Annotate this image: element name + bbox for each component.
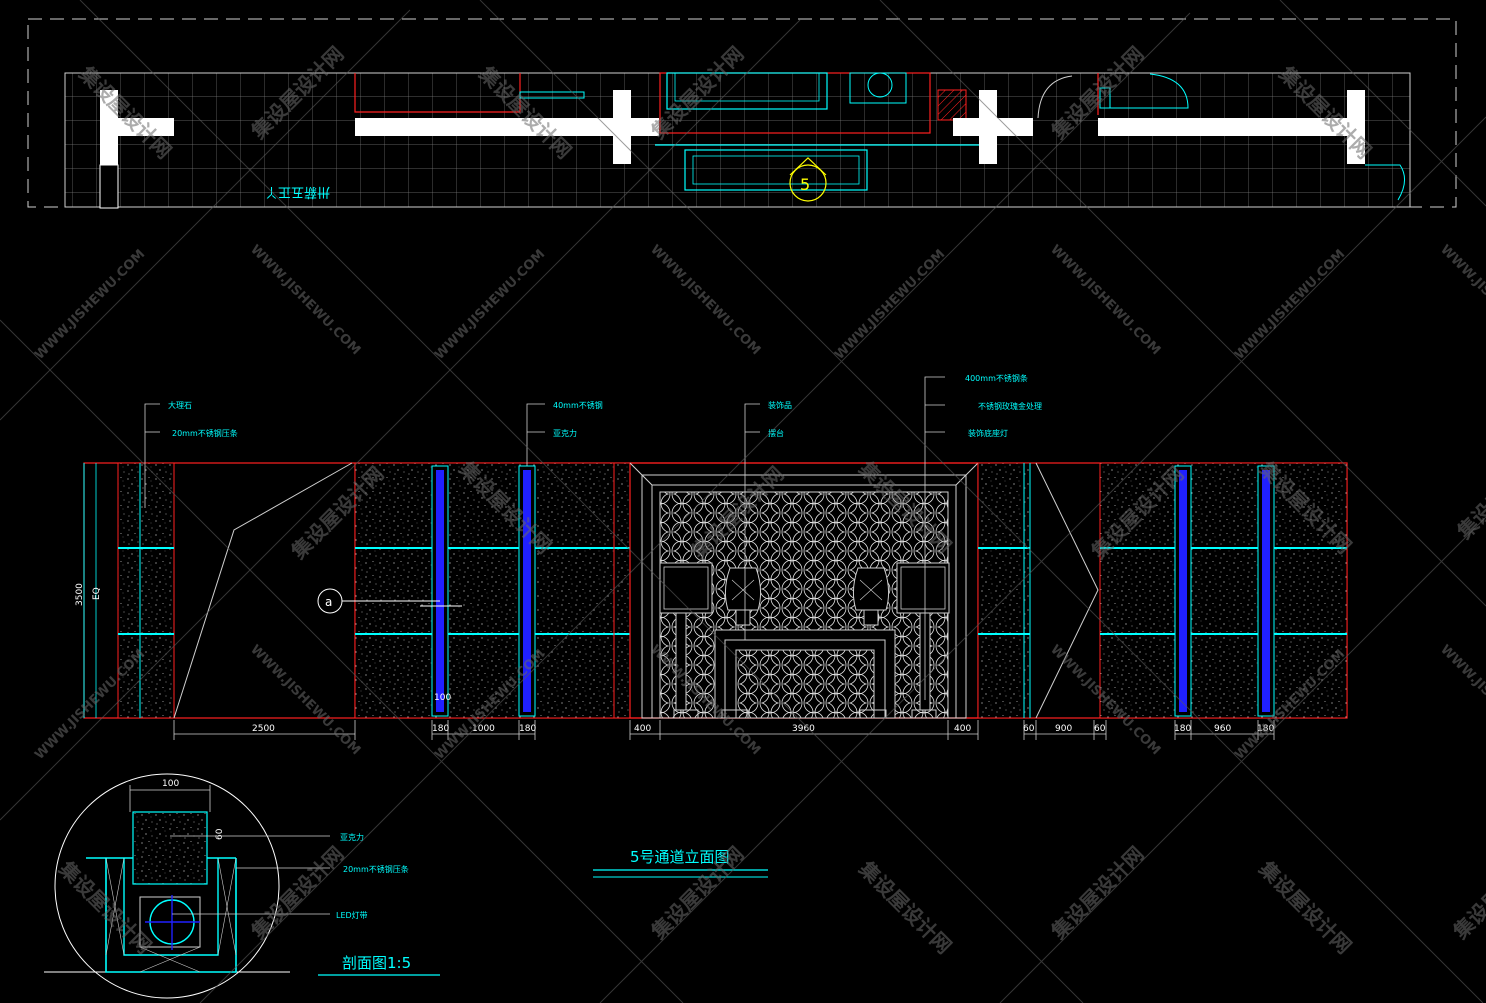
label-lamp-base: 装饰底座灯 xyxy=(968,428,1008,438)
label-40mm-steel: 40mm不锈钢 xyxy=(553,400,603,410)
section-label-acrylic: 亚克力 xyxy=(340,832,364,842)
dim-180-a: 180 xyxy=(432,724,449,734)
watermark-en: WWW.JISHEWU.COM xyxy=(32,247,148,363)
section-marker: a xyxy=(325,595,332,609)
label-rose-gold: 不锈钢玫瑰金处理 xyxy=(978,401,1042,411)
watermark-en: WWW.JISHEWU.COM xyxy=(1437,642,1486,758)
watermark-cn: 集设屋设计网 xyxy=(1046,842,1149,945)
label-decoration: 装饰品 xyxy=(768,400,792,410)
watermark-cn: 集设屋设计网 xyxy=(1452,442,1486,545)
elevation-view: 3500 EQ a 100 xyxy=(75,373,1348,878)
label-400mm-steel: 400mm不锈钢条 xyxy=(965,373,1028,383)
dim-3960: 3960 xyxy=(792,724,815,734)
section-detail: 100 60 亚克力 20mm不锈钢压条 LED灯带 剖面图1:5 xyxy=(44,773,440,999)
watermark-cn: 集设屋设计网 xyxy=(1448,842,1486,945)
dim-400-a: 400 xyxy=(634,724,651,734)
watermark-en: WWW.JISHEWU.COM xyxy=(432,247,548,363)
watermark-en: WWW.JISHEWU.COM xyxy=(1232,247,1348,363)
watermark-en: WWW.JISHEWU.COM xyxy=(832,247,948,363)
watermark-en: WWW.JISHEWU.COM xyxy=(1047,242,1163,358)
dim-1000: 1000 xyxy=(472,724,495,734)
label-acrylic: 亚克力 xyxy=(553,428,577,438)
watermark-cn: 集设屋设计网 xyxy=(246,842,349,945)
label-marble: 大理石 xyxy=(168,400,192,410)
plan-view: 5 卅薪五正丫 xyxy=(27,18,1457,209)
section-label-steel-strip: 20mm不锈钢压条 xyxy=(343,864,409,874)
watermark-en: WWW.JISHEWU.COM xyxy=(647,242,763,358)
height-dim: 3500 xyxy=(75,583,85,606)
dim-400-b: 400 xyxy=(954,724,971,734)
svg-text:5: 5 xyxy=(800,175,810,194)
elevation-title: 5号通道立面图 xyxy=(630,848,730,866)
section-title: 剖面图1:5 xyxy=(342,954,411,972)
section-top-dim: 100 xyxy=(162,779,179,789)
watermark-en: WWW.JISHEWU.COM xyxy=(247,242,363,358)
section-side-dim: 60 xyxy=(215,828,225,840)
height-eq: EQ xyxy=(92,587,102,600)
label-steel-strip-left: 20mm不锈钢压条 xyxy=(172,428,238,438)
watermark-cn: 集设屋设计网 xyxy=(854,856,957,959)
dim-60-a: 60 xyxy=(1023,724,1035,734)
plan-label: 卅薪五正丫 xyxy=(265,184,330,199)
dim-900: 900 xyxy=(1055,724,1072,734)
dim-2500: 2500 xyxy=(252,724,275,734)
dim-180-d: 180 xyxy=(1257,724,1274,734)
watermark-en: WWW.JISHEWU.COM xyxy=(247,642,363,758)
dim-180-b: 180 xyxy=(519,724,536,734)
inner-dim: 100 xyxy=(434,693,451,703)
dim-60-b: 60 xyxy=(1094,724,1106,734)
label-display: 摆台 xyxy=(768,428,784,438)
watermark-cn: 集设屋设计网 xyxy=(1254,856,1357,959)
watermark-en: WWW.JISHEWU.COM xyxy=(1437,242,1486,358)
section-label-led: LED灯带 xyxy=(336,910,368,920)
dim-180-c: 180 xyxy=(1174,724,1191,734)
dim-960: 960 xyxy=(1214,724,1231,734)
